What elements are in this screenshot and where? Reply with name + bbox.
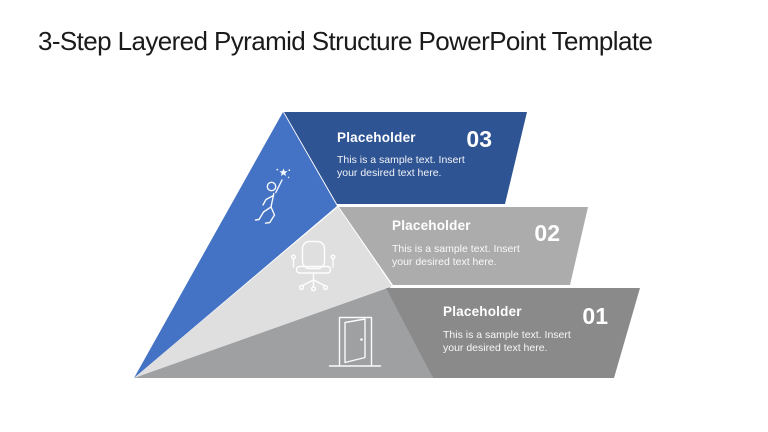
step1-band: [386, 288, 640, 378]
step3-number: 03: [466, 126, 492, 152]
step3-band: [284, 112, 527, 204]
step1-heading: Placeholder: [443, 304, 522, 319]
person-reaching-star-icon: [254, 168, 291, 224]
step2-number: 02: [534, 220, 560, 246]
step1-number: 01: [582, 303, 608, 329]
step2-side-face: [134, 207, 392, 378]
open-door-icon: [328, 316, 382, 367]
step2-band: [339, 207, 588, 285]
step1-body-text: This is a sample text. Insert your desir…: [443, 329, 571, 354]
office-chair-icon: [291, 240, 336, 292]
step3-heading: Placeholder: [337, 130, 416, 145]
step1-side-face: [134, 287, 433, 378]
step3-body-text: This is a sample text. Insert your desir…: [337, 154, 465, 179]
step2-body-text: This is a sample text. Insert your desir…: [392, 243, 520, 268]
step2-heading: Placeholder: [392, 218, 471, 233]
slide-title: 3-Step Layered Pyramid Structure PowerPo…: [38, 26, 653, 56]
step3-side-face: [134, 112, 337, 378]
